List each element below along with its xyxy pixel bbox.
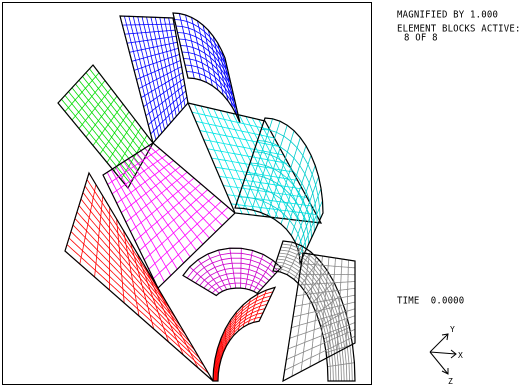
axis-y-label: Y xyxy=(450,325,455,334)
axis-x-label: X xyxy=(458,351,463,360)
block-mid-left-mesh xyxy=(103,143,235,288)
magnification-label: MAGNIFIED BY 1.000 xyxy=(397,10,498,21)
block-lower-right-mesh xyxy=(273,241,355,381)
mesh-viewport[interactable] xyxy=(2,2,372,385)
block-top-front-mesh xyxy=(173,13,240,123)
time-label: TIME 0.0000 xyxy=(397,296,464,307)
block-top-left-mesh xyxy=(58,65,153,188)
axes-triad-icon: Y X Z xyxy=(420,318,480,392)
block-inner-mid-mesh xyxy=(183,248,281,295)
mesh-plot xyxy=(3,3,372,385)
block-lower-left-mesh xyxy=(213,287,275,381)
block-inner-right-mesh xyxy=(235,118,323,263)
axis-z-label: Z xyxy=(448,377,453,386)
element-blocks-count: 8 OF 8 xyxy=(404,33,438,44)
